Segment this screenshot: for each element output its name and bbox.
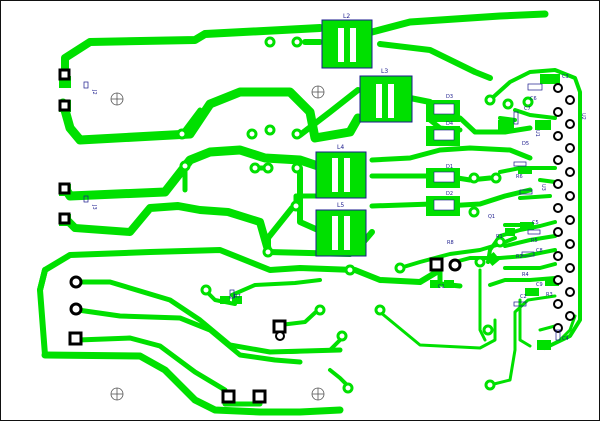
smd-pad xyxy=(537,340,551,350)
label-d4: D4 xyxy=(446,121,453,127)
label-j3: J3 xyxy=(91,204,97,210)
inductor-l3-copper xyxy=(360,76,412,122)
smd-pad xyxy=(498,120,514,130)
smd-pad xyxy=(485,251,501,267)
label-r2: R2 xyxy=(516,254,523,260)
smd-pad xyxy=(518,166,532,174)
smd-pad xyxy=(545,278,559,286)
label-c3: C3 xyxy=(562,74,569,80)
component-outlines xyxy=(315,19,413,257)
smd-pad xyxy=(430,280,440,288)
label-r8: R8 xyxy=(447,240,454,246)
copper-traces xyxy=(37,10,582,416)
label-r7: R7 xyxy=(234,294,241,300)
label-d2: D2 xyxy=(446,191,453,197)
label-u3: U3 xyxy=(540,184,546,191)
label-r5: R5 xyxy=(531,238,538,244)
label-c6: C6 xyxy=(530,96,537,102)
inductor-cores xyxy=(332,28,394,250)
label-c4: C4 xyxy=(562,336,569,342)
label-r3: R3 xyxy=(546,292,553,298)
label-r6: R6 xyxy=(516,174,523,180)
label-u2: U2 xyxy=(580,113,586,120)
mounting-holes xyxy=(110,85,325,401)
smd-pad xyxy=(444,280,454,288)
label-r4: R4 xyxy=(522,272,529,278)
smd-pad xyxy=(535,120,551,130)
smd-pad xyxy=(220,296,230,304)
smd-pad xyxy=(520,222,534,230)
label-c7: C7 xyxy=(524,106,531,112)
through-hole-pads xyxy=(58,36,575,404)
label-d3: D3 xyxy=(446,94,453,100)
smd-pad xyxy=(525,288,539,296)
smd-outlines xyxy=(83,81,561,341)
label-u1: U1 xyxy=(534,130,540,137)
inductor-l2-copper xyxy=(322,20,372,68)
label-c2: C2 xyxy=(520,294,527,300)
label-d1: D1 xyxy=(446,164,453,170)
smd-pad xyxy=(232,296,242,304)
label-q1: Q1 xyxy=(488,214,495,220)
label-l4: L4 xyxy=(337,144,344,151)
label-c1: C1 xyxy=(438,284,445,290)
designators: L2 L3 L4 L5 D3 D4 D1 D2 D5 C3 C6 C7 C5 C… xyxy=(91,13,586,342)
label-j2: J2 xyxy=(91,89,97,95)
label-l5: L5 xyxy=(337,202,344,209)
label-c5: C5 xyxy=(532,220,539,226)
inductor-l4-copper xyxy=(316,152,366,198)
label-l2: L2 xyxy=(343,13,350,20)
smd-pad xyxy=(505,228,515,236)
smd-pad xyxy=(540,74,560,84)
label-l3: L3 xyxy=(381,68,388,75)
inductor-l5-copper xyxy=(316,210,366,256)
label-r1: R1 xyxy=(496,234,503,240)
label-c9: C9 xyxy=(536,282,543,288)
diode-bodies xyxy=(433,103,455,211)
label-c8: C8 xyxy=(536,248,543,254)
label-d5: D5 xyxy=(522,141,529,147)
